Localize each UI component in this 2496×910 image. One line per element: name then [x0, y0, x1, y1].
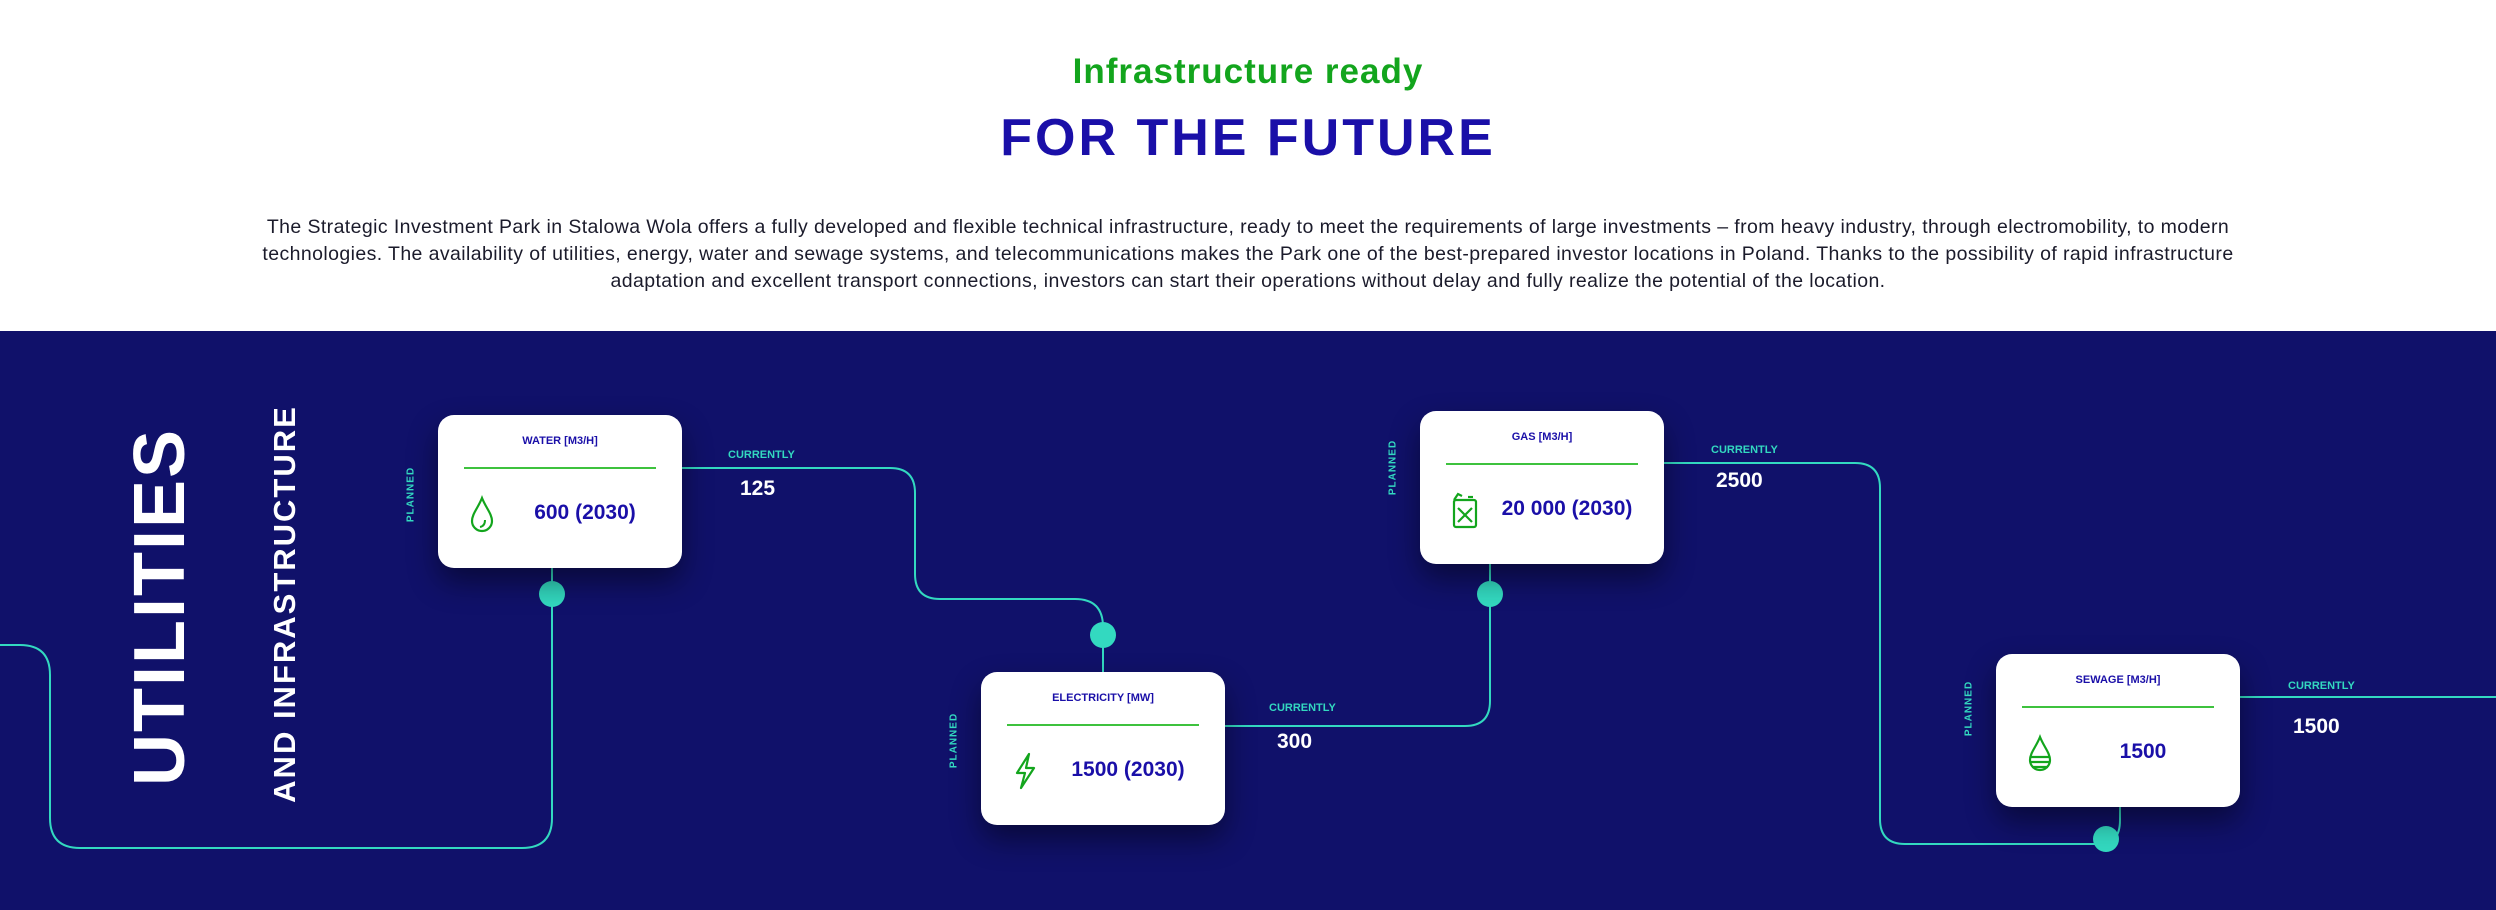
- water-drop-icon: [470, 495, 494, 533]
- card-divider: [464, 467, 656, 469]
- planned-label: PLANNED: [1387, 439, 1399, 496]
- sewage-node-dot: [2093, 826, 2119, 852]
- water-node-dot: [539, 581, 565, 607]
- utility-card-gas: GAS [M3/H] 20 000 (2030): [1420, 411, 1664, 564]
- card-divider: [2022, 706, 2214, 708]
- page-title: FOR THE FUTURE: [1000, 109, 1496, 167]
- planned-value: 20 000 (2030): [1501, 497, 1633, 520]
- current-value: 125: [740, 477, 776, 500]
- utilities-section: [0, 331, 2496, 910]
- section-subtitle: AND INFRASTRUCTURE: [267, 405, 302, 803]
- planned-value: 1500 (2030): [1071, 758, 1185, 781]
- section-kicker: Infrastructure ready: [1072, 52, 1424, 91]
- current-value: 2500: [1716, 469, 1763, 492]
- gas-node-dot: [1477, 581, 1503, 607]
- planned-label: PLANNED: [1963, 680, 1975, 737]
- currently-label: CURRENTLY: [728, 449, 795, 461]
- card-title: WATER [M3/H]: [522, 435, 598, 447]
- current-value: 1500: [2293, 715, 2340, 738]
- section-title: UTILITIES: [120, 428, 200, 786]
- planned-value: 600 (2030): [534, 501, 636, 524]
- intro-section: Infrastructure ready FOR THE FUTURE The …: [0, 0, 2496, 331]
- utility-card-water: WATER [M3/H] 600 (2030): [438, 415, 682, 568]
- card-title: ELECTRICITY [MW]: [1052, 692, 1154, 704]
- card-divider: [1007, 724, 1199, 726]
- card-title: SEWAGE [M3/H]: [2075, 674, 2161, 686]
- utility-card-sewage: SEWAGE [M3/H] 1500: [1996, 654, 2240, 807]
- card-divider: [1446, 463, 1638, 465]
- planned-label: PLANNED: [405, 466, 417, 523]
- currently-label: CURRENTLY: [1711, 444, 1778, 456]
- card-title: GAS [M3/H]: [1511, 431, 1573, 443]
- gas-canister-icon: [1452, 492, 1478, 529]
- planned-value: 1500: [2119, 740, 2167, 763]
- current-value: 300: [1277, 730, 1313, 753]
- sewage-drop-icon: [2028, 734, 2052, 772]
- lightning-icon: [1015, 752, 1036, 790]
- currently-label: CURRENTLY: [2288, 680, 2355, 692]
- utility-card-electricity: ELECTRICITY [MW] 1500 (2030): [981, 672, 1225, 825]
- currently-label: CURRENTLY: [1269, 702, 1336, 714]
- intro-paragraph: The Strategic Investment Park in Stalowa…: [262, 216, 2234, 292]
- planned-label: PLANNED: [948, 712, 960, 769]
- electricity-node-dot: [1090, 622, 1116, 648]
